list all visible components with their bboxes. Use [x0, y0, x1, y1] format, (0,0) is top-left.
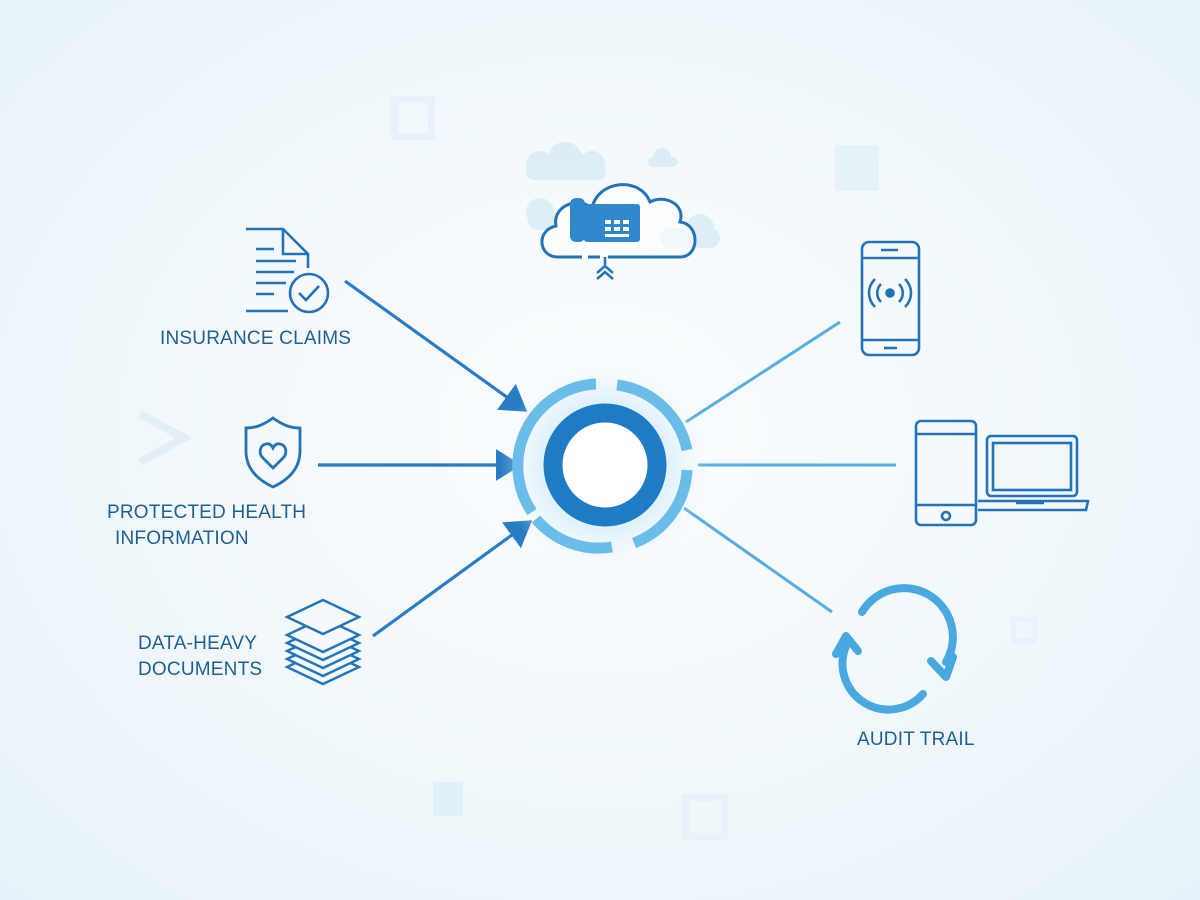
label-line: INFORMATION [115, 528, 249, 549]
label-audit-trail: AUDIT TRAIL [857, 729, 975, 750]
decor-square [682, 794, 728, 840]
line-smartphone [685, 320, 841, 424]
layers-stack-icon [284, 598, 362, 686]
cloud-phone-icon [540, 183, 697, 280]
tablet-laptop-icon [914, 419, 1090, 527]
smartphone-signal-icon [860, 240, 921, 357]
sync-arrows-icon [832, 584, 957, 714]
document-check-icon [246, 227, 330, 314]
label-data-heavy-documents: DATA-HEAVY DOCUMENTS [138, 631, 262, 683]
shield-heart-icon [244, 416, 302, 489]
line-audit-trail [683, 506, 833, 614]
label-line: DATA-HEAVY [138, 633, 258, 654]
input-arrows [318, 279, 533, 638]
output-lines [683, 320, 896, 614]
decor-square [433, 782, 463, 816]
decor-square [391, 96, 435, 140]
label-line: DOCUMENTS [138, 659, 263, 680]
central-hub [500, 360, 710, 570]
label-line: PROTECTED HEALTH [107, 502, 307, 523]
arrow-data-heavy [372, 520, 533, 638]
decor-square [1011, 617, 1037, 643]
decor-square [835, 145, 879, 191]
arrow-insurance-claims [344, 279, 528, 412]
label-protected-health-information: PROTECTED HEALTH INFORMATION [107, 500, 306, 552]
label-insurance-claims: INSURANCE CLAIMS [160, 328, 352, 349]
decor-chevron-icon [138, 410, 193, 466]
